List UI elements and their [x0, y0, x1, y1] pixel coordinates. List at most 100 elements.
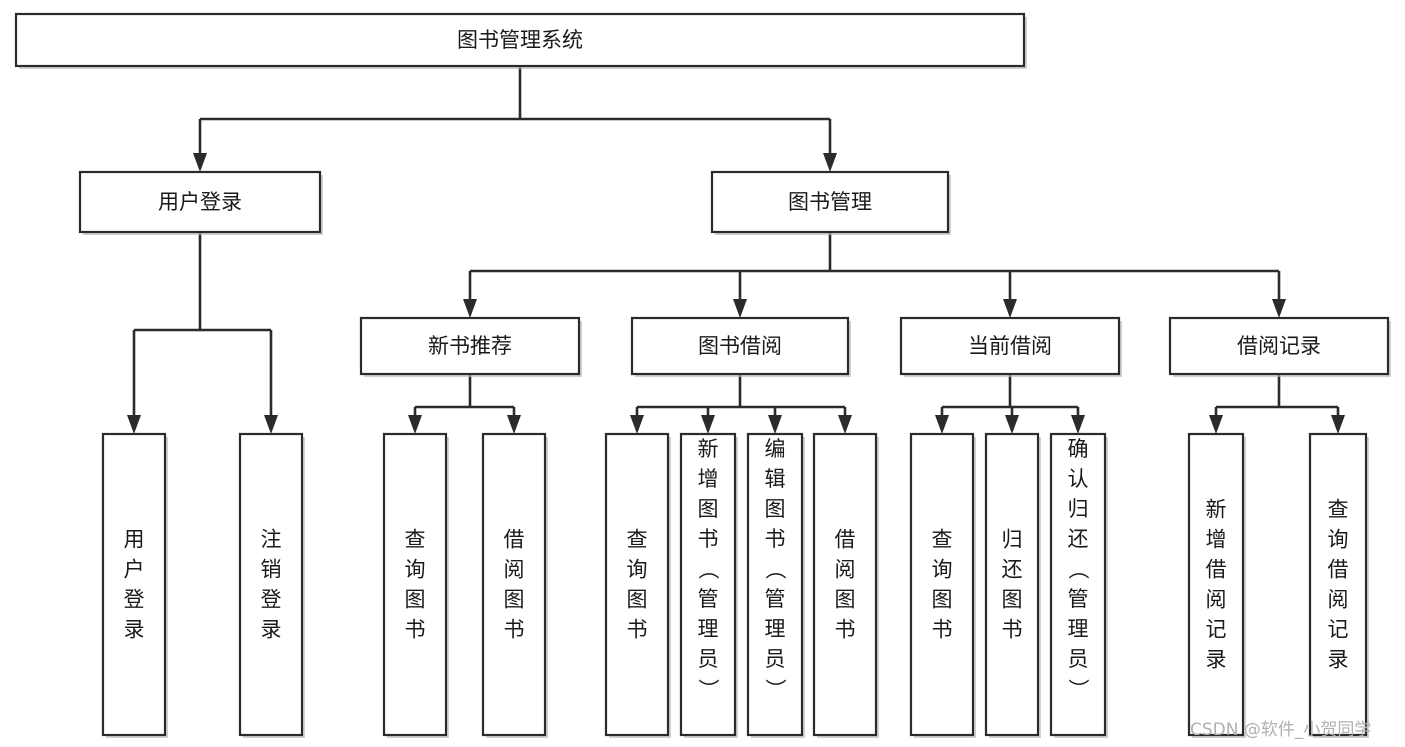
leaf-leaf-borrow-book-1-box[interactable]	[481, 432, 547, 737]
svg-text:书: 书	[405, 618, 426, 642]
svg-text:图: 图	[627, 588, 648, 612]
svg-text:确: 确	[1068, 437, 1089, 461]
leaf-leaf-query-book-2-box[interactable]	[604, 432, 670, 737]
svg-text:书: 书	[765, 527, 786, 551]
node-book-manage-box[interactable]	[710, 170, 950, 234]
leaf-leaf-query-record-box[interactable]	[1308, 432, 1368, 737]
svg-text:书: 书	[504, 618, 525, 642]
book-borrow-arrow-0	[630, 415, 644, 434]
node-book-borrow-box[interactable]	[630, 316, 850, 376]
node-borrow-record-label: 借阅记录	[1237, 334, 1321, 358]
svg-text:用: 用	[124, 528, 145, 552]
node-new-book-recommend-box[interactable]	[359, 316, 581, 376]
node-user-login-box[interactable]	[78, 170, 322, 234]
svg-text:增: 增	[1206, 528, 1227, 552]
node-book-manage-label: 图书管理	[788, 190, 872, 214]
leaf-leaf-edit-book-box[interactable]	[746, 432, 804, 737]
borrow-record-arrow-0	[1209, 415, 1223, 434]
svg-text:录: 录	[261, 618, 282, 642]
svg-text:阅: 阅	[1328, 588, 1349, 612]
leaf-leaf-borrow-book-2-box[interactable]	[812, 432, 878, 737]
svg-text:图: 图	[765, 497, 786, 521]
current-borrow-arrow-2	[1071, 415, 1085, 434]
leaf-leaf-user-login-label: 用户登录	[124, 528, 145, 642]
node-borrow-record-box[interactable]	[1168, 316, 1390, 376]
svg-text:登: 登	[261, 588, 282, 612]
svg-text:阅: 阅	[835, 558, 856, 582]
svg-text:还: 还	[1002, 558, 1023, 582]
svg-text:增: 增	[698, 467, 719, 491]
svg-text:询: 询	[1328, 528, 1349, 552]
node-current-borrow-box[interactable]	[899, 316, 1121, 376]
root-node-label: 图书管理系统	[457, 28, 583, 52]
svg-text:图: 图	[405, 588, 426, 612]
svg-text:书: 书	[627, 618, 648, 642]
svg-text:借: 借	[1206, 558, 1227, 582]
leaf-leaf-query-book-3-box[interactable]	[909, 432, 975, 737]
svg-text:查: 查	[627, 528, 648, 552]
svg-text:书: 书	[698, 527, 719, 551]
svg-text:员: 员	[1068, 647, 1089, 671]
svg-text:（: （	[696, 559, 720, 580]
user-login-arrow-0	[127, 415, 141, 434]
root-arrow-0	[193, 153, 207, 172]
svg-text:查: 查	[932, 528, 953, 552]
svg-text:注: 注	[261, 528, 282, 552]
svg-text:图: 图	[504, 588, 525, 612]
svg-text:查: 查	[405, 528, 426, 552]
nodes-layer: 图书管理系统用户登录图书管理新书推荐图书借阅当前借阅借阅记录用户登录注销登录查询…	[14, 12, 1391, 738]
svg-text:理: 理	[765, 617, 786, 641]
svg-text:户: 户	[124, 558, 145, 582]
new-book-recommend-arrow-1	[507, 415, 521, 434]
svg-text:员: 员	[698, 647, 719, 671]
leaf-leaf-return-book-box[interactable]	[984, 432, 1040, 737]
root-arrow-1	[823, 153, 837, 172]
book-borrow-arrow-2	[768, 415, 782, 434]
book-manage-arrow-3	[1272, 299, 1286, 318]
book-borrow-arrow-3	[838, 415, 852, 434]
svg-text:书: 书	[835, 618, 856, 642]
svg-text:编: 编	[765, 437, 786, 461]
leaf-leaf-user-login-box[interactable]	[101, 432, 167, 737]
svg-text:认: 认	[1068, 467, 1089, 491]
svg-text:图: 图	[835, 588, 856, 612]
svg-text:询: 询	[627, 558, 648, 582]
root-node-box[interactable]	[14, 12, 1026, 68]
svg-text:理: 理	[698, 617, 719, 641]
book-manage-arrow-1	[733, 299, 747, 318]
svg-text:（: （	[763, 559, 787, 580]
svg-text:图: 图	[698, 497, 719, 521]
book-manage-arrow-2	[1003, 299, 1017, 318]
svg-text:图: 图	[932, 588, 953, 612]
leaf-leaf-add-record-box[interactable]	[1187, 432, 1245, 737]
user-login-arrow-1	[264, 415, 278, 434]
svg-text:询: 询	[405, 558, 426, 582]
svg-text:阅: 阅	[1206, 588, 1227, 612]
svg-text:新: 新	[698, 437, 719, 461]
node-user-login-label: 用户登录	[158, 190, 242, 214]
svg-text:销: 销	[261, 558, 282, 582]
node-current-borrow-label: 当前借阅	[968, 334, 1052, 358]
leaf-leaf-query-book-1-box[interactable]	[382, 432, 448, 737]
svg-text:）: ）	[1066, 679, 1090, 700]
leaf-leaf-confirm-return-box[interactable]	[1049, 432, 1107, 737]
svg-text:管: 管	[698, 587, 719, 611]
leaf-leaf-add-book-box[interactable]	[679, 432, 737, 737]
svg-text:书: 书	[932, 618, 953, 642]
svg-text:阅: 阅	[504, 558, 525, 582]
svg-text:记: 记	[1328, 618, 1349, 642]
svg-text:录: 录	[1206, 648, 1227, 672]
borrow-record-arrow-1	[1331, 415, 1345, 434]
leaf-leaf-user-logout-box[interactable]	[238, 432, 304, 737]
svg-text:归: 归	[1068, 497, 1089, 521]
svg-text:）: ）	[696, 679, 720, 700]
